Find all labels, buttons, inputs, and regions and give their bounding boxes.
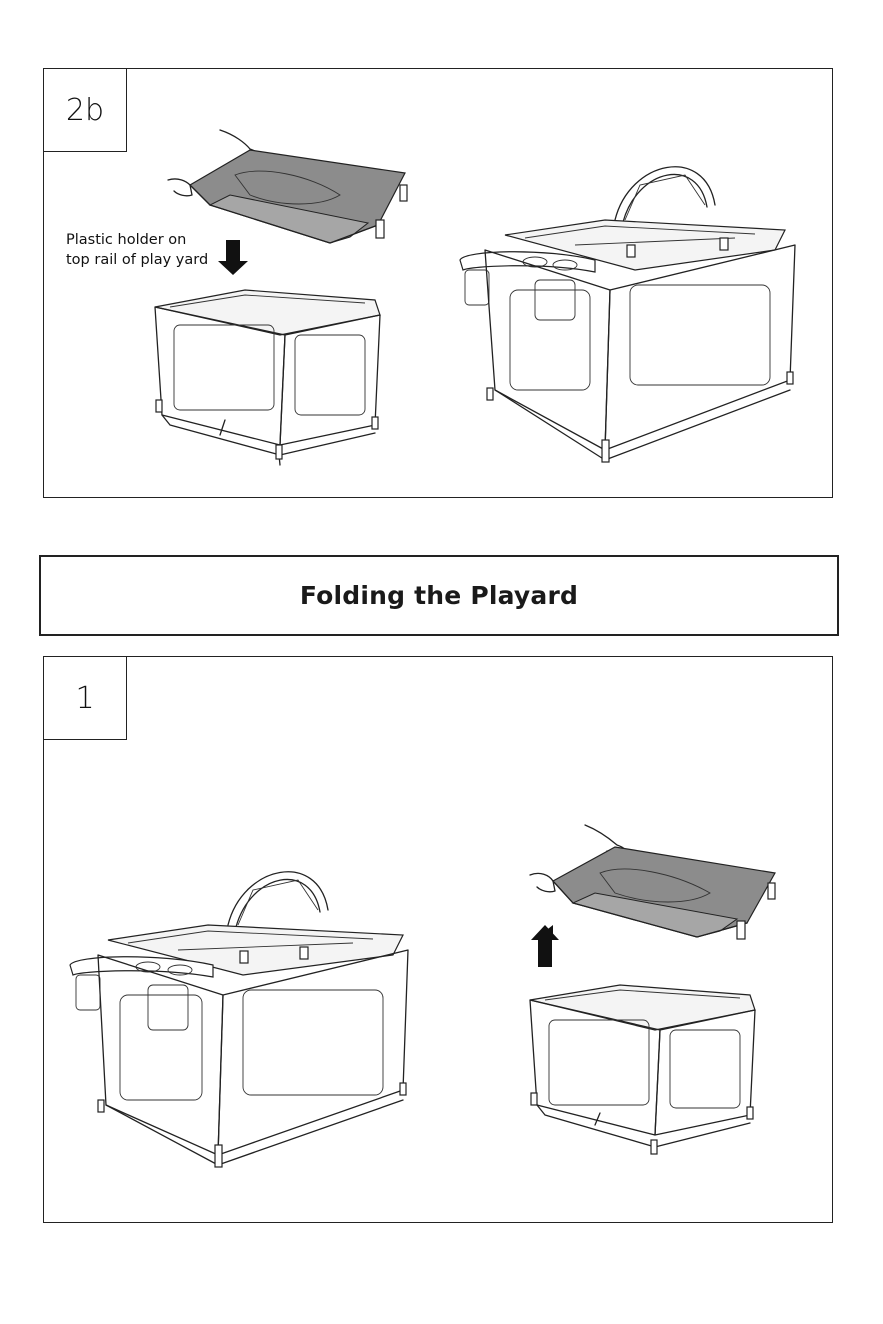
bassinet-lifting-illustration [525,825,785,1170]
assembled-playard-illustration [455,150,805,470]
step-number-2b: 2b [44,69,127,152]
bassinet-lowering-illustration [150,125,430,475]
assembled-playard-fold-illustration [68,855,418,1175]
section-title: Folding the Playard [300,581,578,610]
step-number-1: 1 [44,657,127,740]
section-title-bar: Folding the Playard [39,555,839,636]
